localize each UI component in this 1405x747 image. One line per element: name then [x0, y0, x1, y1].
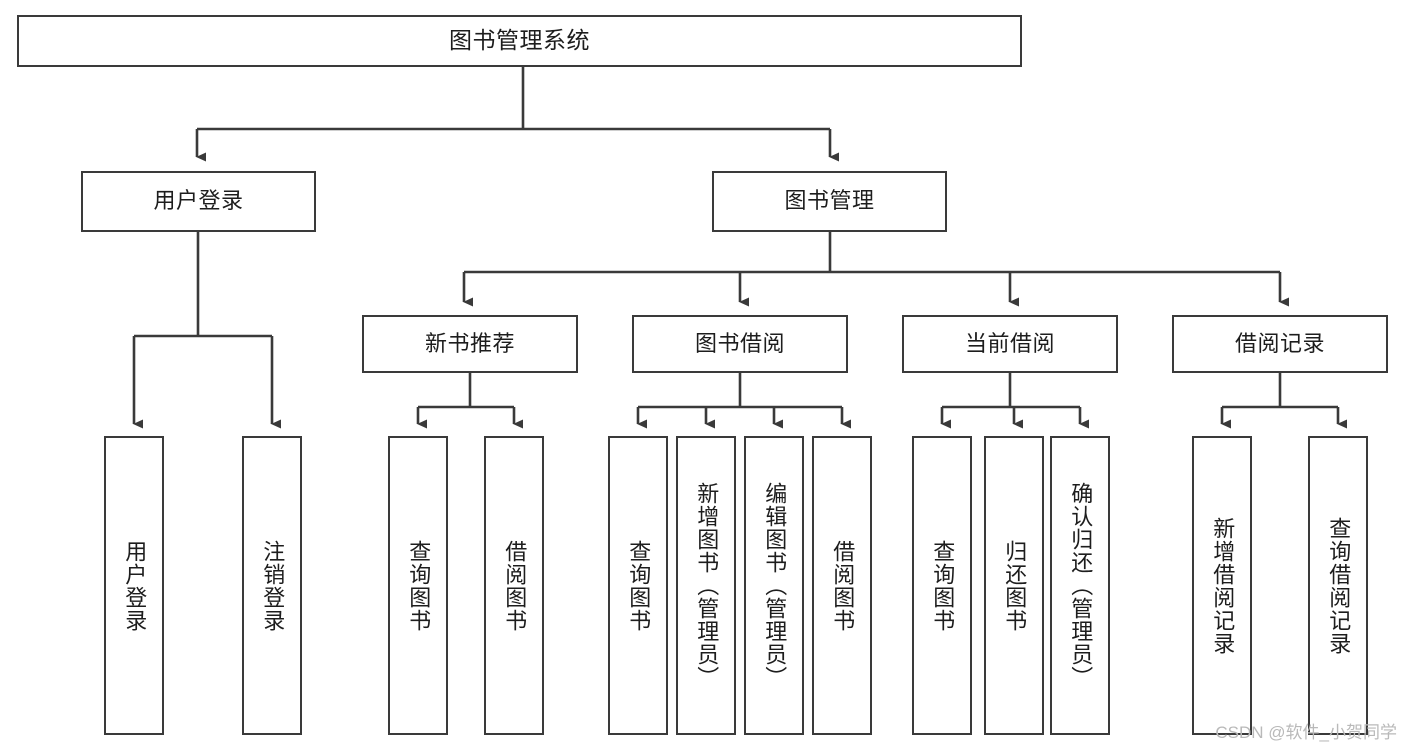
node-label: 图书管理系统 — [449, 27, 590, 54]
node-leaf-borrow-edit-book[interactable]: 编辑图书（管理员） — [744, 436, 804, 735]
watermark: CSDN @软件_小贺同学 — [1215, 723, 1397, 742]
node-book-manage[interactable]: 图书管理 — [712, 171, 947, 232]
node-leaf-rec-query-book[interactable]: 查询图书 — [388, 436, 448, 735]
node-leaf-borrow-query-book[interactable]: 查询图书 — [608, 436, 668, 735]
node-label: 用户登录 — [153, 188, 244, 214]
node-label: 新增借阅记录 — [1210, 516, 1236, 655]
node-label: 新书推荐 — [424, 330, 515, 356]
node-label: 查询借阅记录 — [1326, 516, 1352, 655]
node-leaf-user-logout[interactable]: 注销登录 — [242, 436, 302, 735]
node-leaf-borrow-add-book[interactable]: 新增图书（管理员） — [676, 436, 736, 735]
node-current-borrow[interactable]: 当前借阅 — [902, 315, 1118, 373]
node-label: 新增图书（管理员） — [694, 482, 720, 689]
node-new-book-rec[interactable]: 新书推荐 — [362, 315, 578, 373]
node-label: 注销登录 — [260, 539, 286, 632]
node-label: 用户登录 — [122, 539, 148, 632]
node-leaf-cur-return-book[interactable]: 归还图书 — [984, 436, 1044, 735]
node-label: 查询图书 — [930, 539, 956, 632]
node-label: 借阅记录 — [1234, 330, 1325, 356]
node-label: 查询图书 — [626, 539, 652, 632]
node-leaf-cur-confirm-return[interactable]: 确认归还（管理员） — [1050, 436, 1110, 735]
node-label: 图书借阅 — [694, 330, 785, 356]
node-label: 图书管理 — [784, 188, 875, 214]
node-root-system[interactable]: 图书管理系统 — [17, 15, 1022, 67]
node-label: 查询图书 — [406, 539, 432, 632]
node-label: 确认归还（管理员） — [1068, 482, 1094, 689]
node-label: 归还图书 — [1002, 539, 1028, 632]
node-label: 当前借阅 — [964, 330, 1055, 356]
node-leaf-rec-add-record[interactable]: 新增借阅记录 — [1192, 436, 1252, 735]
node-book-borrow[interactable]: 图书借阅 — [632, 315, 848, 373]
node-label: 借阅图书 — [830, 539, 856, 632]
node-label: 借阅图书 — [502, 539, 528, 632]
node-leaf-borrow-borrow-book[interactable]: 借阅图书 — [812, 436, 872, 735]
node-user-login[interactable]: 用户登录 — [81, 171, 316, 232]
node-leaf-rec-borrow-book[interactable]: 借阅图书 — [484, 436, 544, 735]
node-leaf-rec-query-record[interactable]: 查询借阅记录 — [1308, 436, 1368, 735]
node-borrow-record[interactable]: 借阅记录 — [1172, 315, 1388, 373]
node-leaf-user-login[interactable]: 用户登录 — [104, 436, 164, 735]
node-leaf-cur-query-book[interactable]: 查询图书 — [912, 436, 972, 735]
node-label: 编辑图书（管理员） — [762, 482, 788, 689]
